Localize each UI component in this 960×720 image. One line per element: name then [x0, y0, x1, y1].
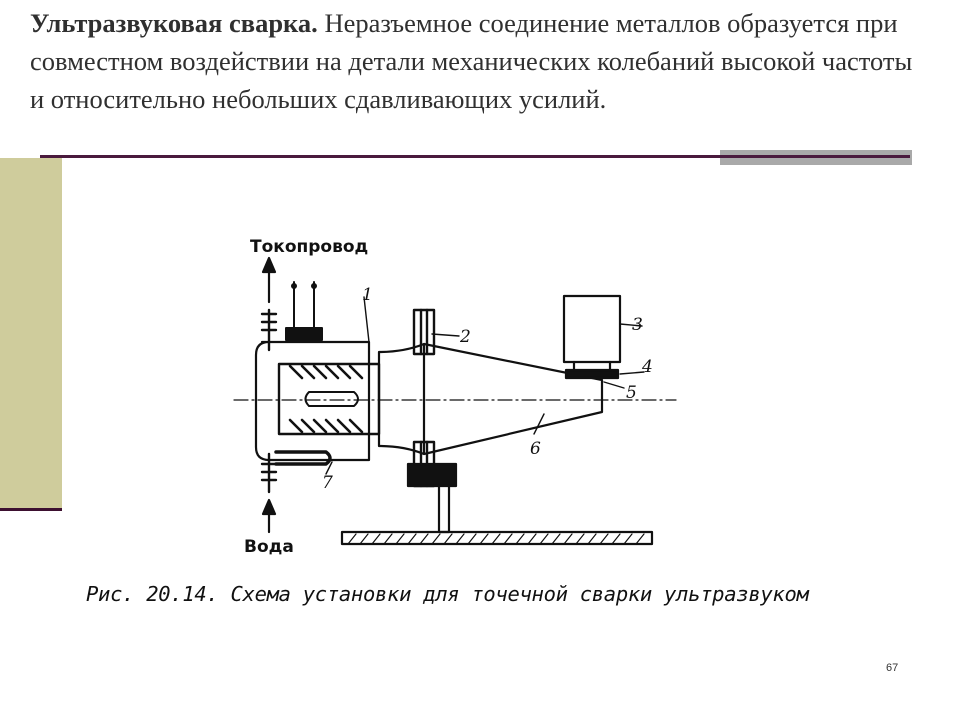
stand-post [437, 484, 451, 534]
arrow-bottom [261, 498, 277, 534]
waveguide [422, 342, 604, 456]
arrow-top [261, 256, 277, 304]
tool-tip [564, 368, 620, 380]
housing [254, 340, 371, 462]
label-water: Вода [244, 537, 294, 557]
support-block [406, 462, 458, 488]
leader-lines [325, 296, 645, 475]
water-fitting [260, 452, 278, 494]
base-hatch [347, 533, 645, 545]
winding [288, 364, 364, 434]
callout-5: 5 [626, 383, 637, 403]
label-current-lead: Токопровод [250, 237, 368, 257]
left-decor-line [0, 508, 62, 511]
callout-4: 4 [641, 357, 653, 377]
welding-scheme-diagram: Токопровод Вода 1 2 3 4 5 6 7 [233, 237, 677, 557]
title-underline [40, 155, 910, 158]
title-rest: Неразъемное соединение металлов образует… [30, 8, 913, 114]
callout-3: 3 [632, 315, 643, 335]
concentrator-horn [377, 342, 426, 456]
top-fitting [260, 308, 278, 352]
callout-2: 2 [459, 327, 471, 347]
slide-title: Ультразвуковая сварка. Неразъемное соеди… [30, 4, 930, 118]
callout-7: 7 [322, 473, 333, 493]
figure-caption: Рис. 20.14. Схема установки для точечной… [86, 582, 809, 606]
cooling-channel [274, 450, 332, 466]
base-plate [340, 530, 654, 546]
pressure-unit [562, 294, 622, 364]
title-area: Ультразвуковая сварка. Неразъемное соеди… [0, 0, 960, 158]
title-bold: Ультразвуковая сварка. [30, 8, 318, 38]
current-leads [285, 281, 323, 341]
figure: Токопровод Вода 1 2 3 4 5 6 7 Рис. 20.14… [64, 202, 886, 640]
callout-1: 1 [362, 285, 373, 305]
callout-6: 6 [530, 439, 541, 459]
core-slot [304, 391, 359, 407]
page-number: 67 [886, 662, 899, 674]
